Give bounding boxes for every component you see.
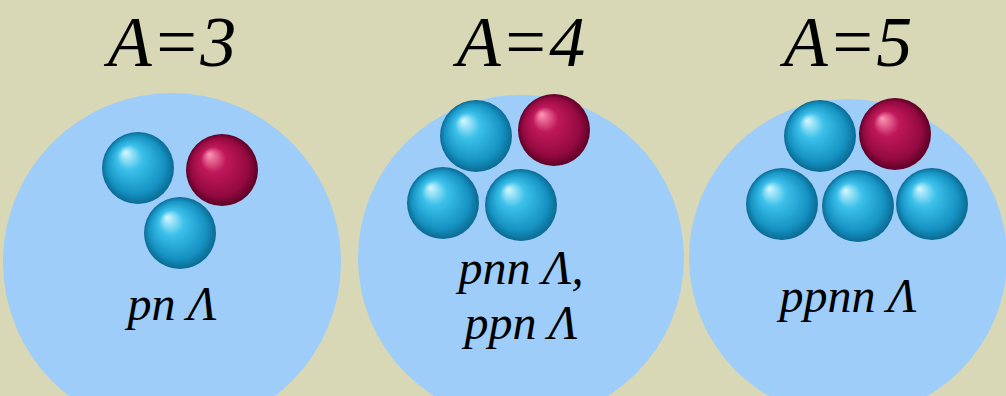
mass-number-heading: A=4 xyxy=(357,6,685,78)
nucleus-circle: A=3pn Λ xyxy=(2,92,342,396)
nucleus-content: pn Λ xyxy=(22,276,322,331)
nucleus-circle: A=5ppnn Λ xyxy=(688,98,1006,396)
nucleus-outline xyxy=(688,98,1006,396)
proton-ball xyxy=(518,94,590,166)
neutron-ball xyxy=(485,169,557,241)
neutron-ball xyxy=(144,197,216,269)
nucleus-fill xyxy=(689,99,1006,396)
nucleus-content: ppnn Λ xyxy=(698,268,998,323)
neutron-ball xyxy=(822,170,894,242)
proton-ball xyxy=(859,98,931,170)
nucleus-content: pnn Λ, ppn Λ xyxy=(421,240,621,350)
neutron-ball xyxy=(440,100,512,172)
nucleus-circle: A=4pnn Λ, ppn Λ xyxy=(357,94,685,396)
proton-ball xyxy=(186,134,258,206)
nucleus-fill xyxy=(358,95,684,396)
nucleus-outline xyxy=(2,92,342,396)
neutron-ball xyxy=(407,167,479,239)
neutron-ball xyxy=(784,100,856,172)
neutron-ball xyxy=(746,168,818,240)
neutron-ball xyxy=(896,168,968,240)
nucleus-fill xyxy=(3,93,341,396)
neutron-ball xyxy=(102,132,174,204)
mass-number-heading: A=3 xyxy=(2,6,342,78)
mass-number-heading: A=5 xyxy=(688,6,1006,78)
